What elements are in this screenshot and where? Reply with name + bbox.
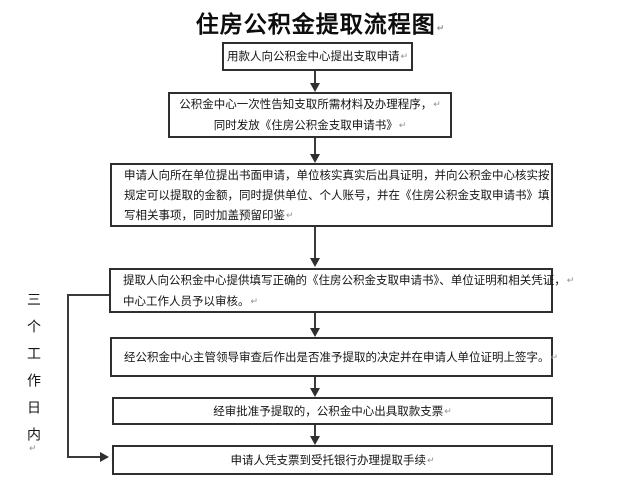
connector-line-3 bbox=[314, 227, 316, 259]
page-title: 住房公积金提取流程图↵ bbox=[0, 5, 641, 39]
flow-step-3-text-line1: 申请人向所在单位提出书面申请，单位核实真实后出具证明，并向公积金中心核实按 bbox=[124, 167, 550, 182]
side-label-three-working-days: 三个工作日内 bbox=[25, 292, 41, 454]
flow-step-6-box: 经审批准予提取的，公积金中心出具取款支票↵ bbox=[112, 397, 553, 425]
paragraph-return-icon: ↵ bbox=[433, 100, 441, 110]
flow-step-7-text: 申请人凭支票到受托银行办理提取手续↵ bbox=[230, 452, 435, 467]
connector-line-1 bbox=[314, 71, 316, 84]
arrow-down-icon-4 bbox=[310, 328, 320, 337]
paragraph-return-icon: ↵ bbox=[444, 406, 452, 417]
bracket-top-line bbox=[67, 294, 109, 296]
bracket-bottom-line bbox=[67, 456, 101, 458]
paragraph-return-icon: ↵ bbox=[250, 296, 259, 307]
flow-step-1-text: 用款人向公积金中心提出支取申请↵ bbox=[226, 49, 409, 63]
flow-step-2-text-line2: 同时发放《住房公积金支取申请书》↵ bbox=[213, 118, 407, 132]
flow-step-2-box: 公积金中心一次性告知支取所需材料及办理程序，↵ 同时发放《住房公积金支取申请书》… bbox=[168, 92, 452, 138]
connector-line-5 bbox=[314, 377, 316, 389]
paragraph-return-icon: ↵ bbox=[550, 352, 559, 363]
flow-step-4-text-line2: 中心工作人员予以审核。↵ bbox=[123, 293, 259, 308]
arrow-right-icon bbox=[100, 452, 109, 462]
paragraph-return-icon: ↵ bbox=[400, 52, 409, 62]
arrow-down-icon-6 bbox=[310, 436, 320, 445]
connector-line-4 bbox=[314, 313, 316, 329]
flow-step-5-box: 经公积金中心主管领导审查后作出是否准予提取的决定并在申请人单位证明上签字。↵ bbox=[110, 337, 559, 377]
paragraph-return-icon: ↵ bbox=[436, 24, 446, 34]
arrow-down-icon-3 bbox=[310, 258, 320, 267]
arrow-down-icon-2 bbox=[310, 154, 320, 163]
paragraph-return-icon: ↵ bbox=[29, 444, 37, 454]
flow-step-4-box: 提取人向公积金中心提供填写正确的《住房公积金支取申请书》、单位证明和相关凭证，↵… bbox=[109, 268, 575, 313]
paragraph-return-icon: ↵ bbox=[286, 210, 294, 221]
flow-step-7-box: 申请人凭支票到受托银行办理提取手续↵ bbox=[112, 445, 553, 475]
page-title-text: 住房公积金提取流程图 bbox=[195, 12, 436, 38]
paragraph-return-icon: ↵ bbox=[398, 121, 407, 131]
flow-step-6-text: 经审批准予提取的，公积金中心出具取款支票↵ bbox=[213, 403, 452, 418]
connector-line-2 bbox=[314, 138, 316, 155]
flow-step-1-box: 用款人向公积金中心提出支取申请↵ bbox=[222, 42, 413, 71]
flow-step-3-text-line3: 写相关事项，同时加盖预留印鉴↵ bbox=[124, 207, 294, 222]
arrow-down-icon-1 bbox=[310, 83, 320, 92]
arrow-down-icon-5 bbox=[310, 388, 320, 397]
flow-step-3-box: 申请人向所在单位提出书面申请，单位核实真实后出具证明，并向公积金中心核实按 规定… bbox=[110, 163, 553, 227]
flow-step-2-text-line1: 公积金中心一次性告知支取所需材料及办理程序，↵ bbox=[179, 97, 441, 111]
bracket-vertical-line bbox=[67, 294, 69, 458]
paragraph-return-icon: ↵ bbox=[566, 275, 575, 286]
flow-step-3-text-line2: 规定可以提取的金额，同时提供单位、个人账号，并在《住房公积金支取申请书》填 bbox=[124, 187, 550, 202]
flow-step-4-text-line1: 提取人向公积金中心提供填写正确的《住房公积金支取申请书》、单位证明和相关凭证，↵ bbox=[123, 272, 575, 287]
paragraph-return-icon: ↵ bbox=[426, 455, 435, 466]
flow-step-5-text: 经公积金中心主管领导审查后作出是否准予提取的决定并在申请人单位证明上签字。↵ bbox=[124, 349, 559, 364]
connector-line-6 bbox=[314, 425, 316, 437]
